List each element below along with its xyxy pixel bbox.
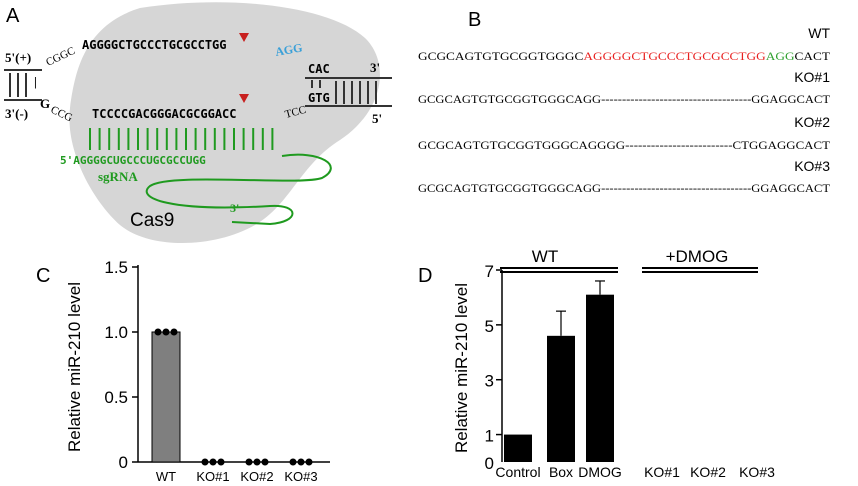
x-tick-label: KO#2 bbox=[690, 464, 726, 480]
seq-deletion: ------------------------- bbox=[625, 140, 733, 152]
strand-label-3-minus: 3'(-) bbox=[5, 106, 28, 121]
cut-site-top-arrow bbox=[239, 33, 249, 42]
seq-prefix: GCGCAGTGTGCGGTGGGC bbox=[418, 51, 584, 63]
seq-suffix: CTGGAGGCACT bbox=[733, 140, 830, 152]
alignment-row-label: KO#1 bbox=[794, 69, 830, 85]
seq-prefix: GCGCAGTGTGCGGTGGGCAGG bbox=[418, 94, 601, 106]
sgrna-3prime: 3' bbox=[230, 201, 239, 215]
x-tick-label: WT bbox=[156, 469, 176, 484]
seq-suffix: GGAGGCACT bbox=[751, 183, 830, 195]
strand-label-right-5: 5' bbox=[372, 111, 382, 126]
cas9-blob bbox=[69, 2, 380, 244]
y-axis-title: Relative miR-210 level bbox=[452, 283, 471, 453]
alignment-row-label: KO#2 bbox=[794, 114, 830, 130]
data-point bbox=[253, 458, 261, 466]
alignment-row-seq: GCGCAGTGTGCGGTGGGCAGGGG-----------------… bbox=[418, 140, 830, 152]
bar bbox=[504, 434, 532, 462]
x-tick-label: KO#2 bbox=[240, 469, 273, 484]
seq-prefix: GCGCAGTGTGCGGTGGGCAGG bbox=[418, 183, 601, 195]
strand-label-5-plus: 5'(+) bbox=[5, 50, 31, 65]
seq-prefix: GCGCAGTGTGCGGTGGGCAGGGG bbox=[418, 140, 625, 152]
x-tick-label: KO#1 bbox=[644, 464, 680, 480]
data-point bbox=[217, 458, 225, 466]
data-point bbox=[154, 328, 162, 336]
seq-suffix: GGAGGCACT bbox=[751, 94, 830, 106]
seq-suffix: CACT bbox=[795, 51, 830, 63]
strand-label-right-3: 3' bbox=[370, 60, 380, 75]
sgrna-pairing-rungs bbox=[89, 128, 274, 150]
bottom-right-seq: GTG bbox=[308, 91, 330, 105]
data-point bbox=[170, 328, 178, 336]
data-point bbox=[245, 458, 253, 466]
dna-right-rungs bbox=[311, 80, 377, 104]
top-left-curl-seq: CGGC bbox=[44, 45, 77, 69]
data-point bbox=[297, 458, 305, 466]
x-tick-label: KO#1 bbox=[196, 469, 229, 484]
pam-seq: AGG bbox=[274, 40, 303, 59]
y-tick-label: 0.5 bbox=[104, 388, 128, 407]
x-tick-label: Control bbox=[495, 464, 540, 480]
alignment-row-label: KO#3 bbox=[794, 158, 830, 174]
alignment-row-seq: GCGCAGTGTGCGGTGGGCAGG-------------------… bbox=[418, 183, 830, 195]
panel-label-b: B bbox=[468, 9, 481, 31]
y-tick-label: 0 bbox=[485, 454, 494, 473]
dna-left-rungs bbox=[9, 73, 27, 97]
protospacer-bottom-seq: TCCCCGACGGGACGCGGACC bbox=[92, 107, 237, 121]
data-point bbox=[261, 458, 269, 466]
panel-label-d: D bbox=[418, 265, 432, 287]
sgrna-scaffold-path bbox=[145, 153, 332, 226]
data-point bbox=[305, 458, 313, 466]
alignment-row-seq: GCGCAGTGTGCGGTGGGCAGG-------------------… bbox=[418, 94, 830, 106]
y-tick-label: 1.0 bbox=[104, 323, 128, 342]
seq-pam: AGG bbox=[766, 51, 795, 63]
panel-label-c: C bbox=[36, 265, 50, 287]
data-point bbox=[209, 458, 217, 466]
seq-deletion: ------------------------------------ bbox=[601, 183, 751, 195]
y-tick-label: 1 bbox=[485, 427, 494, 446]
y-tick-label: 5 bbox=[485, 317, 494, 336]
y-axis-title: Relative miR-210 level bbox=[65, 282, 84, 452]
panel-label-a: A bbox=[6, 5, 20, 27]
left-pair-g: G bbox=[40, 96, 50, 111]
cas9-label: Cas9 bbox=[130, 210, 174, 231]
sgrna-seq: 5'AGGGGCUGCCCUGCGCCUGG bbox=[60, 154, 206, 167]
top-right-seq: CAC bbox=[308, 62, 330, 76]
seq-protospacer: AGGGGCTGCCCTGCGCCTGG bbox=[583, 51, 765, 63]
bar bbox=[547, 335, 575, 462]
bottom-right-curl-seq: TCC bbox=[284, 104, 308, 121]
y-tick-label: 3 bbox=[485, 372, 494, 391]
data-point bbox=[289, 458, 297, 466]
cut-site-bottom-arrow bbox=[239, 94, 249, 103]
y-tick-label: 0 bbox=[119, 453, 128, 472]
seq-deletion: ------------------------------------ bbox=[601, 94, 751, 106]
left-pair-bar: | bbox=[34, 74, 37, 89]
bar bbox=[151, 331, 181, 463]
x-tick-label: KO#3 bbox=[739, 464, 775, 480]
bar bbox=[586, 294, 614, 462]
protospacer-top-seq: AGGGGCTGCCCTGCGCCTGG bbox=[82, 38, 227, 52]
group-label: +DMOG bbox=[666, 247, 729, 266]
group-label: WT bbox=[532, 247, 558, 266]
alignment-row-label: WT bbox=[808, 25, 830, 41]
data-point bbox=[201, 458, 209, 466]
data-point bbox=[162, 328, 170, 336]
sgrna-label: sgRNA bbox=[98, 169, 138, 184]
x-tick-label: DMOG bbox=[578, 464, 622, 480]
x-tick-label: Box bbox=[549, 464, 573, 480]
x-tick-label: KO#3 bbox=[284, 469, 317, 484]
y-tick-label: 7 bbox=[485, 262, 494, 281]
y-tick-label: 1.5 bbox=[104, 258, 128, 277]
